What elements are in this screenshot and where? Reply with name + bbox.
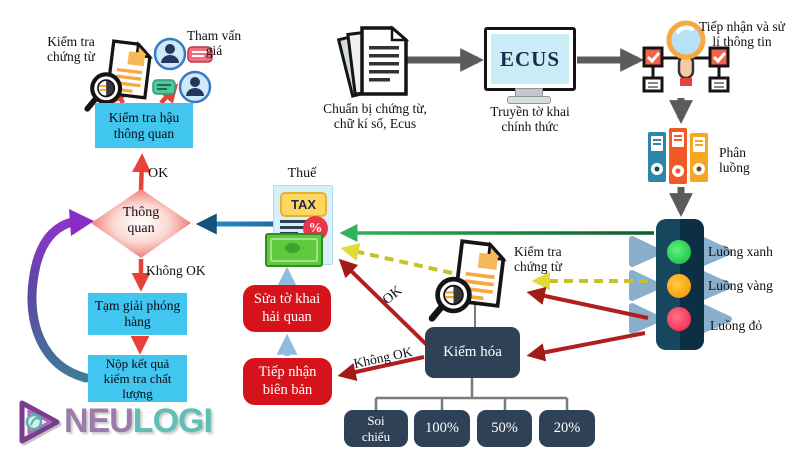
yellow-light (667, 274, 691, 298)
green-lane-label: Luồng xanh (708, 244, 773, 259)
banknote-oval (285, 243, 300, 253)
inspection-tree-lines (374, 378, 569, 410)
price-consult-icon (152, 37, 213, 104)
ok-label: OK (148, 166, 169, 181)
not-ok-label: Không OK (146, 263, 206, 278)
banknote-border (270, 238, 318, 262)
prepare-docs-label: Chuẩn bị chứng từ, chữ kí số, Ecus (323, 101, 427, 132)
pct-50-box: 50% (477, 410, 532, 447)
logo-text-logi: LOGI (132, 402, 213, 440)
receive-report-box: Tiếp nhận biên bản (243, 358, 332, 405)
red-light (667, 307, 691, 331)
scan-box: Soi chiếu (344, 410, 408, 447)
neulogi-logo-icon (19, 400, 62, 446)
swirl-feedback-arrow (27, 209, 94, 383)
arrow-red-lane-to-doccheck (526, 286, 649, 320)
doc-check-label-mid: Kiểm tra chứng từ (514, 244, 563, 275)
clearance-diamond-label: Thông quan (122, 205, 160, 236)
fix-declaration-box: Sửa tờ khai hải quan (243, 285, 331, 332)
arrow-red-lane-to-inspection (526, 331, 646, 362)
monitor-base (507, 96, 551, 104)
price-consult-label: Tham vấn giá (186, 28, 242, 59)
temporary-release-box: Tạm giải phóng hàng (88, 293, 187, 335)
tax-text-line (280, 220, 306, 223)
neulogi-logo-text: NEULOGI (64, 402, 213, 441)
receive-process-label: Tiếp nhận và sử lí thông tin (699, 19, 785, 50)
clearance-diamond-shape (91, 189, 191, 258)
ecus-monitor-icon: ECUS (484, 27, 576, 91)
tax-document-icon: TAX % (265, 183, 337, 267)
routing-label: Phân luồng (719, 145, 750, 176)
arrow-doccheck-to-tax-dashed (340, 243, 453, 275)
percent-circle-icon: % (303, 216, 328, 241)
post-clearance-check-box: Kiểm tra hậu thông quan (95, 103, 193, 148)
green-light (667, 240, 691, 264)
arrow-clearance-ok-up (132, 153, 152, 192)
ecus-screen-text: ECUS (491, 34, 569, 84)
banknote-icon (265, 233, 323, 267)
routing-folders-icon (648, 128, 708, 184)
physical-inspection-box: Kiểm hóa (425, 327, 520, 378)
yellow-lane-label: Luồng vàng (708, 278, 773, 293)
doc-check-label-left: Kiểm tra chứng từ (46, 34, 95, 65)
tax-text-line (280, 226, 306, 229)
red-lane-label: Luồng đỏ (710, 318, 763, 333)
logo-text-neu: NEU (64, 402, 134, 440)
info-audit-icon (642, 20, 730, 93)
pct-20-box: 20% (539, 410, 595, 447)
submit-quality-results-box: Nộp kết quả kiểm tra chất lượng (88, 355, 187, 402)
tax-badge: TAX (280, 192, 327, 217)
transmit-declaration-label: Truyền tờ khai chính thức (490, 104, 570, 135)
pct-100-box: 100% (414, 410, 470, 447)
tax-label: Thuế (287, 166, 317, 181)
arrow-inspection-notok-to-report (337, 355, 425, 382)
documents-stack-icon (336, 25, 410, 98)
document-search-icon (432, 241, 505, 318)
arrow-inspection-ok-to-tax (338, 258, 434, 352)
